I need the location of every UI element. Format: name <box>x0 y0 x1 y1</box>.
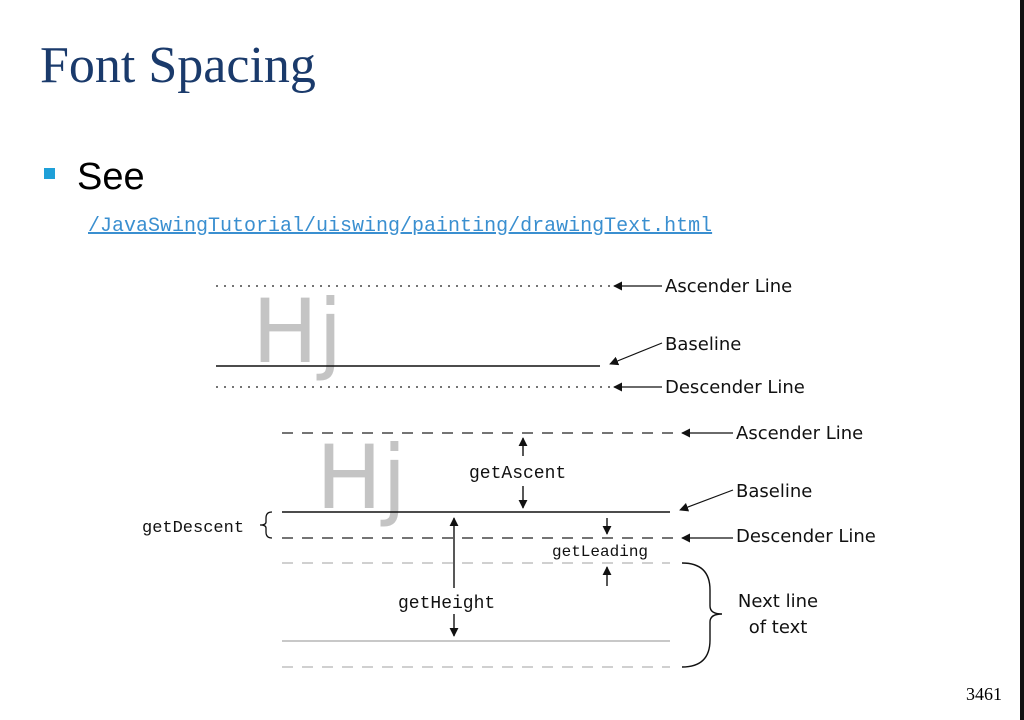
bottom-ascender-label: Ascender Line <box>736 423 863 444</box>
slide-page-number: 3461 <box>966 684 1002 704</box>
next-line-label-2: of text <box>749 617 808 638</box>
bullet-item: See <box>44 158 145 196</box>
tutorial-link[interactable]: /JavaSwingTutorial/uiswing/painting/draw… <box>88 215 713 238</box>
next-line-brace <box>681 562 723 668</box>
bottom-diagram: Hj Ascender Line Baseline Descender Line… <box>142 423 876 668</box>
get-leading-label: getLeading <box>552 543 648 561</box>
slide-title: Font Spacing <box>40 37 316 94</box>
top-sample-glyphs: Hj <box>252 280 343 383</box>
next-line-label-1: Next line <box>738 591 818 612</box>
bottom-baseline-label: Baseline <box>736 481 812 502</box>
bottom-baseline-arrow <box>679 489 734 512</box>
bottom-sample-glyphs: Hj <box>316 426 407 529</box>
top-descender-label: Descender Line <box>665 377 805 398</box>
top-diagram: Hj Ascender Line Baseline Descender Line <box>216 276 805 398</box>
top-ascender-label: Ascender Line <box>665 276 792 297</box>
get-height-label: getHeight <box>398 594 495 614</box>
slide-right-border <box>1020 0 1024 720</box>
bottom-descender-label: Descender Line <box>736 526 876 547</box>
top-baseline-label: Baseline <box>665 334 741 355</box>
bullet-square-icon <box>44 167 55 179</box>
get-descent-label: getDescent <box>142 519 244 538</box>
descent-brace <box>259 511 273 539</box>
get-ascent-label: getAscent <box>469 464 566 484</box>
top-baseline-arrow <box>609 342 663 366</box>
bullet-text: See <box>77 156 145 198</box>
